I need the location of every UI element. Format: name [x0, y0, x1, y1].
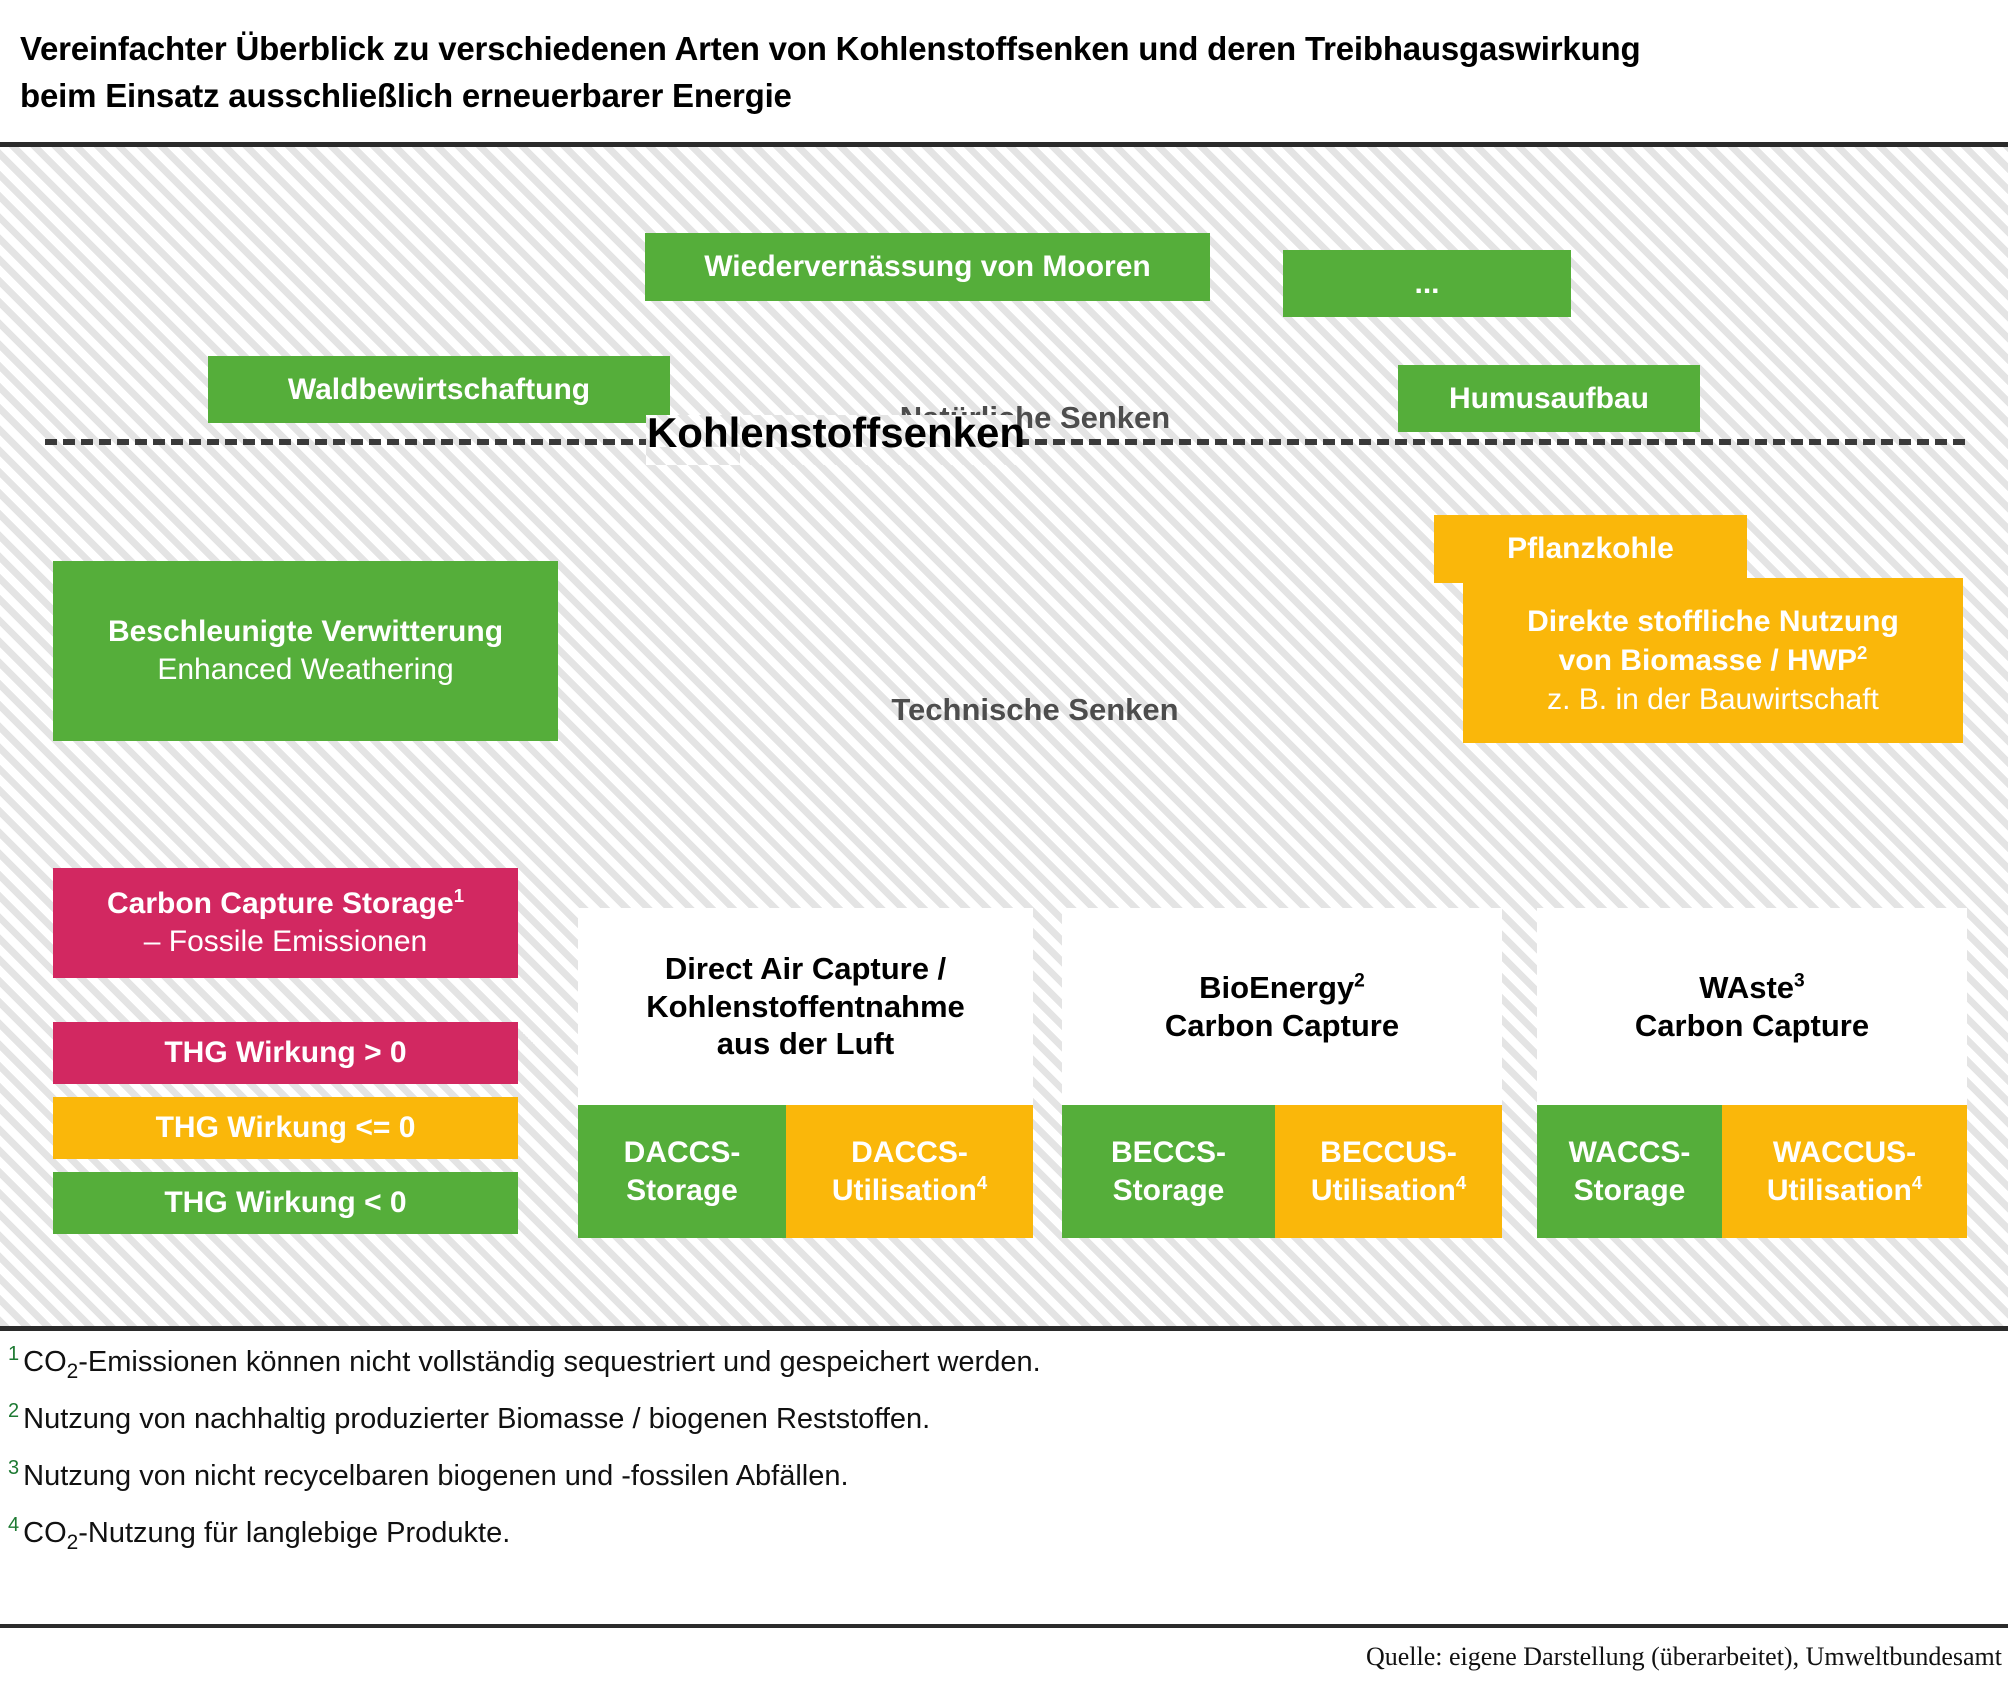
- legend-label: THG Wirkung < 0: [164, 1186, 407, 1219]
- capture-card-title-line: Carbon Capture: [1634, 1007, 1870, 1043]
- capture-card-waccs[interactable]: WAste3 Carbon Capture WACCS- Storage WAC…: [1537, 908, 1967, 1238]
- outcome-beccus-utilisation[interactable]: BECCUS- Utilisation4: [1275, 1105, 1502, 1238]
- center-label-backdrop: [646, 415, 1016, 465]
- natural-sink-label: Waldbewirtschaftung: [287, 372, 591, 406]
- capture-card-outcomes: DACCS- Storage DACCS- Utilisation4: [578, 1105, 1033, 1238]
- capture-card-title: Direct Air Capture / Kohlenstoffentnahme…: [578, 908, 1033, 1105]
- outcome-line-1: DACCS-: [851, 1136, 968, 1170]
- outcome-daccs-storage[interactable]: DACCS- Storage: [578, 1105, 786, 1238]
- divider-footer: [0, 1624, 2008, 1628]
- footnote-marker: 4: [8, 1514, 20, 1537]
- footnote-text-pre: CO: [23, 1517, 67, 1549]
- natural-sink-box-ellipsis[interactable]: ...: [1283, 250, 1571, 317]
- natural-sink-label: Humusaufbau: [1448, 381, 1649, 415]
- divider-top: [0, 142, 2008, 147]
- capture-card-title: BioEnergy2 Carbon Capture: [1062, 908, 1502, 1105]
- page-title-line-1: Vereinfachter Überblick zu verschiedenen…: [20, 30, 1641, 67]
- capture-card-title-line: Kohlenstoffentnahme: [646, 988, 965, 1024]
- capture-card-title-line: aus der Luft: [716, 1026, 895, 1062]
- outcome-line-1: BECCS-: [1110, 1136, 1226, 1170]
- outcome-footnote-marker: 4: [976, 1171, 988, 1193]
- footnote-text-pre: CO: [23, 1346, 67, 1378]
- ccs-subtitle: – Fossile Emissionen: [143, 925, 428, 958]
- enhanced-weathering-subtitle: Enhanced Weathering: [157, 653, 454, 686]
- footnote-text: Nutzung von nicht recycelbaren biogenen …: [23, 1460, 849, 1492]
- capture-card-title: WAste3 Carbon Capture: [1537, 908, 1967, 1105]
- divider-bottom: [0, 1326, 2008, 1331]
- page-title: Vereinfachter Überblick zu verschiedenen…: [20, 26, 1900, 120]
- source-credit: Quelle: eigene Darstellung (überarbeitet…: [1365, 1642, 2002, 1671]
- hwp-footnote-marker: 2: [1857, 642, 1868, 663]
- capture-card-footnote-marker: 3: [1794, 970, 1805, 992]
- ccs-title: Carbon Capture Storage1: [106, 885, 465, 921]
- legend-item-thg-positive: THG Wirkung > 0: [53, 1022, 518, 1084]
- outcome-line-2: Utilisation4: [1766, 1171, 1923, 1207]
- legend-label: THG Wirkung > 0: [164, 1036, 407, 1069]
- capture-card-outcomes: BECCS- Storage BECCUS- Utilisation4: [1062, 1105, 1502, 1238]
- center-label-kohlenstoffsenken: Kohlenstoffsenken: [646, 409, 1026, 456]
- legend-item-thg-lte-zero: THG Wirkung <= 0: [53, 1097, 518, 1159]
- outcome-line-2: Storage: [1112, 1173, 1225, 1207]
- footnote-text: -Emissionen können nicht vollständig seq…: [78, 1346, 1041, 1378]
- outcome-line-1: DACCS-: [623, 1136, 741, 1170]
- footnote-marker: 1: [8, 1343, 20, 1366]
- outcome-daccs-utilisation[interactable]: DACCS- Utilisation4: [786, 1105, 1033, 1238]
- capture-card-daccs[interactable]: Direct Air Capture / Kohlenstoffentnahme…: [578, 908, 1033, 1238]
- enhanced-weathering-title: Beschleunigte Verwitterung: [107, 615, 504, 649]
- capture-card-footnote-marker: 2: [1354, 970, 1365, 992]
- footnote-marker: 3: [8, 1457, 20, 1480]
- natural-sink-box-waldbewirtschaftung[interactable]: Waldbewirtschaftung: [208, 356, 670, 423]
- hwp-line-3: z. B. in der Bauwirtschaft: [1547, 683, 1879, 716]
- capture-card-title-line: Direct Air Capture /: [664, 950, 947, 986]
- outcome-line-2: Storage: [1573, 1173, 1686, 1207]
- capture-card-title-line: BioEnergy2: [1199, 969, 1365, 1005]
- ccs-box[interactable]: Carbon Capture Storage1 – Fossile Emissi…: [53, 868, 518, 978]
- outcome-waccs-storage[interactable]: WACCS- Storage: [1537, 1105, 1722, 1238]
- capture-card-title-line: WAste3: [1699, 969, 1805, 1005]
- legend-label: THG Wirkung <= 0: [155, 1111, 416, 1144]
- pflanzkohle-label: Pflanzkohle: [1507, 532, 1674, 565]
- capture-card-title-line: Carbon Capture: [1164, 1007, 1400, 1043]
- natural-sink-box-humusaufbau[interactable]: Humusaufbau: [1398, 365, 1700, 432]
- page-title-line-2: beim Einsatz ausschließlich erneuerbarer…: [20, 76, 792, 114]
- outcome-line-2: Storage: [626, 1173, 738, 1207]
- outcome-footnote-marker: 4: [1911, 1171, 1923, 1193]
- hwp-line-1: Direkte stoffliche Nutzung: [1527, 605, 1899, 638]
- footnote-marker: 2: [8, 1400, 20, 1423]
- hwp-line-2: von Biomasse / HWP2: [1558, 642, 1868, 677]
- technical-sink-box-enhanced-weathering[interactable]: Beschleunigte Verwitterung Enhanced Weat…: [53, 561, 558, 741]
- outcome-line-1: WACCUS-: [1772, 1136, 1917, 1170]
- outcome-line-1: WACCS-: [1568, 1136, 1691, 1170]
- outcome-line-2: Utilisation4: [831, 1171, 988, 1207]
- footnote-text: Nutzung von nachhaltig produzierter Biom…: [23, 1403, 931, 1435]
- ccs-footnote-marker: 1: [453, 885, 465, 907]
- outcome-line-2: Utilisation4: [1310, 1171, 1467, 1207]
- footnote-subscript: 2: [66, 1530, 79, 1554]
- legend-item-thg-negative: THG Wirkung < 0: [53, 1172, 518, 1234]
- outcome-waccus-utilisation[interactable]: WACCUS- Utilisation4: [1722, 1105, 1967, 1238]
- capture-card-beccs[interactable]: BioEnergy2 Carbon Capture BECCS- Storage…: [1062, 908, 1502, 1238]
- technical-sink-box-pflanzkohle[interactable]: Pflanzkohle: [1434, 515, 1747, 583]
- footnote-text: -Nutzung für langlebige Produkte.: [78, 1517, 511, 1549]
- footnote-subscript: 2: [66, 1359, 79, 1383]
- outcome-beccs-storage[interactable]: BECCS- Storage: [1062, 1105, 1275, 1238]
- capture-card-outcomes: WACCS- Storage WACCUS- Utilisation4: [1537, 1105, 1967, 1238]
- outcome-line-1: BECCUS-: [1320, 1136, 1457, 1170]
- natural-sink-label: Wiedervernässung von Mooren: [704, 250, 1151, 283]
- technical-sink-box-hwp[interactable]: Direkte stoffliche Nutzung von Biomasse …: [1463, 578, 1963, 743]
- natural-sink-label: ...: [1414, 266, 1440, 300]
- natural-sink-box-wiedervernaessung[interactable]: Wiedervernässung von Mooren: [645, 233, 1210, 301]
- section-label-technical: Technische Senken: [891, 692, 1179, 727]
- outcome-footnote-marker: 4: [1455, 1171, 1467, 1193]
